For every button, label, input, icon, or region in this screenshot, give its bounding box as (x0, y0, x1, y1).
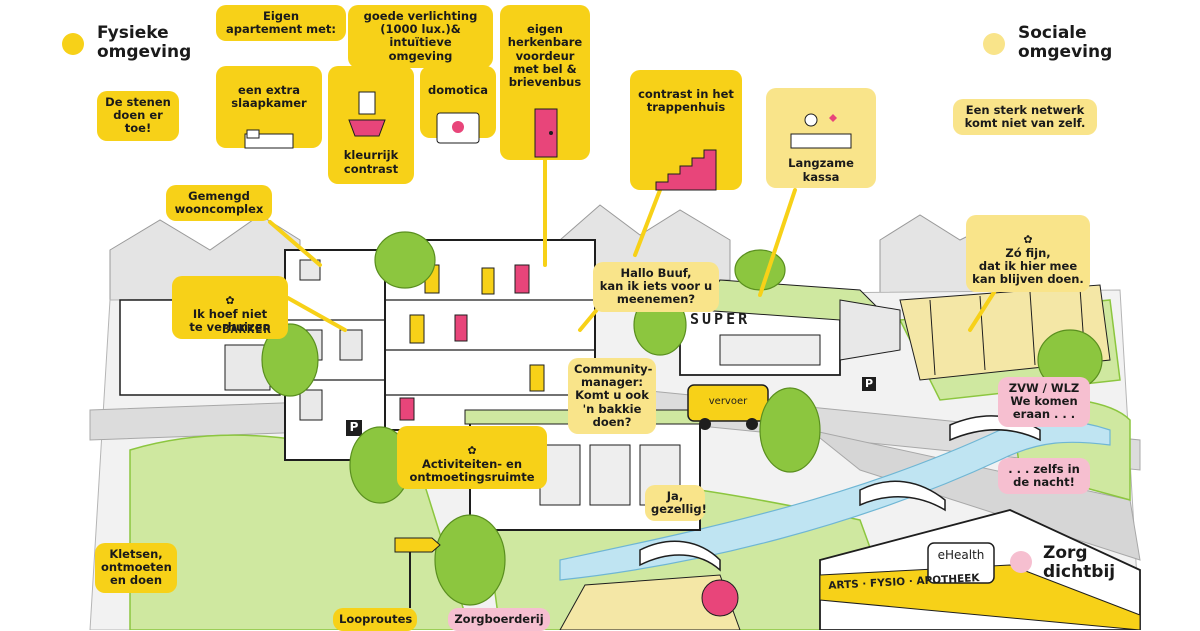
extra-bedroom-label: een extra slaapkamer (231, 83, 307, 111)
no-need-to-move-label: Ik hoef niet te verhuizen (189, 306, 271, 335)
bakery-sign: BAKKER (222, 322, 272, 336)
ehealth-sign: eHealth (937, 548, 985, 562)
activities-meeting-room-label: Activiteiten- en ontmoetingsruimte (409, 456, 535, 485)
domotica-panel: domotica (420, 66, 496, 144)
flower-icon: ✿ (467, 444, 477, 458)
supermarket-building (679, 279, 901, 376)
physical-environment-heading: Fysieke omgeving (97, 23, 192, 62)
walking-routes-bubble: Looproutes (333, 608, 417, 631)
flower-icon: ✿ (225, 294, 235, 308)
own-front-door-label: eigen herkenbare voordeur met bel & brie… (507, 22, 583, 90)
care-dot-icon (1010, 551, 1032, 573)
care-farm (559, 574, 741, 630)
stairwell-contrast-panel: contrast in het trappenhuis (630, 70, 742, 191)
colorful-contrast-panel: kleurrijk contrast (328, 66, 414, 184)
yes-cozy-bubble: Ja, gezellig! (645, 485, 707, 522)
trees (261, 231, 1103, 606)
physical-dot-icon (62, 33, 84, 55)
community-manager-bubble: Community- manager: Komt u ook 'n bakkie… (568, 358, 656, 435)
extra-bedroom-panel: een extra slaapkamer (216, 66, 322, 149)
slow-checkout-label: Langzame kassa (788, 156, 854, 184)
chat-meet-do-bubble: Kletsen, ontmoeten en doen (95, 543, 177, 593)
bathroom-icon (348, 91, 386, 137)
parking-sign: P (349, 420, 359, 434)
even-at-night-bubble: . . . zelfs in de nacht! (998, 458, 1090, 495)
social-environment-heading: Sociale omgeving (1018, 23, 1113, 62)
good-lighting-bubble: goede verlichting (1000 lux.)& intuïtiev… (348, 5, 493, 68)
care-center-building (819, 509, 1141, 630)
activities-meeting-room-bubble: ✿ Activiteiten- en ontmoetingsruimte (397, 426, 547, 490)
connector-lines (268, 158, 1007, 472)
checkout-icon (790, 113, 852, 149)
own-apartment-bubble: Eigen apartement met: (216, 5, 346, 42)
own-front-door-panel: eigen herkenbare voordeur met bel & brie… (500, 5, 590, 160)
care-farm-bubble: Zorgboerderij (448, 608, 550, 631)
bed-icon (244, 129, 294, 149)
stones-matter-bubble: De stenen doen er toe! (97, 91, 179, 141)
parking-sign-2: P (864, 377, 874, 390)
social-dot-icon (983, 33, 1005, 55)
domotica-label: domotica (427, 83, 489, 98)
transport-bus (687, 384, 769, 430)
canal (559, 419, 1111, 581)
care-nearby-heading: Zorg dichtbij (1043, 543, 1116, 582)
parking-signs (346, 377, 876, 436)
supermarket-sign: SUPER (690, 310, 751, 328)
keep-doing-bubble: ✿ Zó fijn, dat ik hier mee kan blijven d… (966, 215, 1090, 292)
bridges (639, 415, 1041, 572)
tablet-icon (436, 112, 480, 144)
hello-neighbour-bubble: Hallo Buuf, kan ik iets voor u meenemen? (593, 262, 719, 312)
keep-doing-label: Zó fijn, dat ik hier mee kan blijven doe… (972, 245, 1084, 287)
slow-checkout-panel: Langzame kassa (766, 88, 876, 188)
flower-icon: ✿ (1023, 233, 1033, 247)
zvw-wlz-bubble: ZVW / WLZ We komen eraan . . . (998, 377, 1090, 427)
transport-sign: vervoer (708, 396, 748, 407)
stairwell-contrast-label: contrast in het trappenhuis (638, 87, 734, 115)
mixed-complex-bubble: Gemengd wooncomplex (166, 185, 272, 222)
no-need-to-move-bubble: ✿ Ik hoef niet te verhuizen (172, 276, 288, 340)
walking-route-signpost (394, 537, 441, 608)
strong-network-bubble: Een sterk netwerk komt niet van zelf. (953, 99, 1097, 136)
staircase-icon (655, 149, 717, 191)
front-door-icon (534, 108, 558, 158)
colorful-contrast-label: kleurrijk contrast (343, 148, 399, 176)
